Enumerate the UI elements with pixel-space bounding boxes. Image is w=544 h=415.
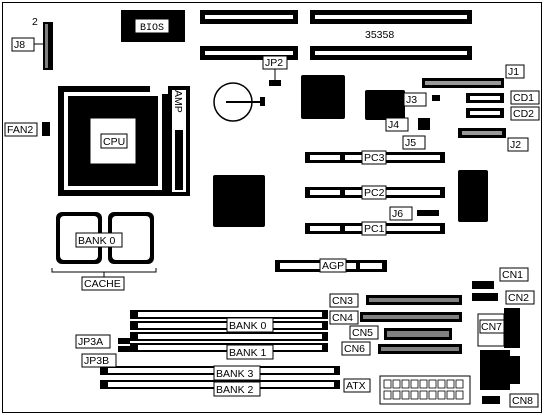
j3-jumper bbox=[432, 95, 440, 101]
pc3-label: PC3 bbox=[364, 152, 385, 164]
cn3-label-box bbox=[329, 293, 359, 308]
j3-label-box bbox=[403, 92, 427, 107]
j1-label: J1 bbox=[508, 66, 519, 78]
cpu-socket bbox=[58, 86, 168, 196]
north-bridge-chip bbox=[301, 75, 345, 119]
cache-label-box bbox=[81, 276, 125, 291]
j6-label-box bbox=[389, 206, 413, 221]
fan2-label: FAN2 bbox=[7, 124, 33, 136]
cpu-label: CPU bbox=[103, 136, 125, 148]
agp-label: AGP bbox=[322, 260, 344, 272]
cn5-label: CN5 bbox=[352, 327, 373, 339]
amp-label: AMP bbox=[172, 90, 184, 113]
cn8-header bbox=[482, 396, 500, 404]
jp2-label: JP2 bbox=[265, 57, 283, 69]
rear-io-block bbox=[480, 350, 510, 390]
j5-label: J5 bbox=[405, 137, 416, 149]
cn8-label: CN8 bbox=[512, 395, 533, 407]
bank1-label: BANK 1 bbox=[229, 347, 267, 359]
cd1-label-box bbox=[510, 90, 540, 105]
fan2-label-box bbox=[4, 122, 38, 137]
j5-label-box bbox=[402, 135, 426, 150]
jp3a-jumper bbox=[118, 338, 130, 344]
bank0-label-box bbox=[226, 317, 274, 333]
atx-label: ATX bbox=[346, 380, 366, 392]
j4-j5-jumpers bbox=[418, 118, 430, 130]
bios-label: BIOS bbox=[140, 23, 164, 34]
j4-label-box bbox=[385, 117, 409, 132]
cache-bank0-label: BANK 0 bbox=[78, 235, 116, 247]
cn6-label-box bbox=[341, 341, 371, 356]
amp-lever bbox=[168, 86, 190, 196]
j1-label-box bbox=[505, 64, 525, 79]
cn5-label-box bbox=[349, 325, 379, 340]
isa-slots-top bbox=[200, 10, 472, 60]
jp3b-label: JP3B bbox=[84, 355, 109, 367]
cache-label: CACHE bbox=[84, 278, 121, 290]
bank0-label: BANK 0 bbox=[229, 320, 267, 332]
bank2-label: BANK 2 bbox=[216, 384, 254, 396]
bank2-label-box bbox=[213, 381, 261, 397]
agp-label-box bbox=[319, 258, 347, 273]
j3-label: J3 bbox=[406, 94, 417, 106]
cd2-label: CD2 bbox=[513, 108, 534, 120]
cd1-label: CD1 bbox=[513, 92, 534, 104]
pc1-label-box bbox=[361, 221, 387, 236]
corner-number: 2 bbox=[32, 16, 38, 28]
cn3-label: CN3 bbox=[332, 295, 353, 307]
cn7-label: CN7 bbox=[481, 321, 502, 333]
south-bridge-chip bbox=[213, 175, 265, 227]
jp3a-label-box bbox=[75, 334, 111, 349]
jp3a-label: JP3A bbox=[78, 336, 103, 348]
bank3-label-box bbox=[213, 365, 261, 381]
pc3-label-box bbox=[361, 150, 387, 165]
pc2-label-box bbox=[361, 185, 387, 200]
cn4-label-box bbox=[329, 310, 359, 325]
cn1-label: CN1 bbox=[502, 269, 523, 281]
cn2-label: CN2 bbox=[508, 292, 529, 304]
bios-chip: BIOS bbox=[121, 10, 185, 42]
cn6-label: CN6 bbox=[344, 343, 365, 355]
bank3-label: BANK 3 bbox=[216, 368, 254, 380]
cd2-label-box bbox=[510, 106, 540, 121]
j6-label: J6 bbox=[392, 208, 403, 220]
j6-header bbox=[417, 210, 439, 216]
j2-label: J2 bbox=[510, 139, 521, 151]
cn7-shell bbox=[504, 308, 520, 348]
jp3b-label-box bbox=[81, 353, 117, 368]
io-chip bbox=[365, 90, 405, 120]
cn4-label: CN4 bbox=[332, 312, 353, 324]
board-model: 35358 bbox=[365, 29, 394, 41]
cpu-label-box bbox=[100, 133, 128, 149]
cn8-label-box bbox=[509, 393, 539, 408]
pc2-label: PC2 bbox=[364, 187, 385, 199]
cn2-label-box bbox=[505, 290, 535, 305]
j4-label: J4 bbox=[388, 119, 399, 131]
jp3b-jumper bbox=[118, 346, 130, 352]
j2-label-box bbox=[507, 137, 529, 152]
cn1-header bbox=[472, 281, 494, 289]
cn1-label-box bbox=[499, 267, 529, 282]
j8-label: J8 bbox=[14, 39, 25, 51]
cn2-header bbox=[472, 293, 498, 301]
super-io-chip bbox=[458, 170, 488, 222]
cache-bank0-label-box bbox=[75, 232, 123, 248]
jp2-jumper bbox=[269, 80, 281, 86]
pc1-label: PC1 bbox=[364, 223, 385, 235]
fan2-header bbox=[42, 122, 50, 136]
atx-label-box bbox=[343, 378, 371, 393]
bank1-label-box bbox=[226, 344, 274, 360]
j8-connector bbox=[43, 22, 53, 70]
battery bbox=[213, 82, 265, 122]
